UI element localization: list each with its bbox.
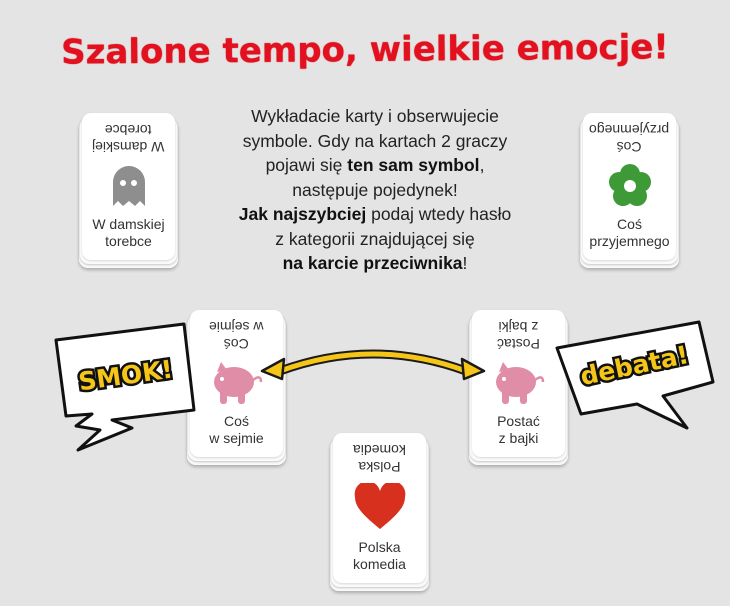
- ghost-icon: [111, 164, 147, 208]
- intro-line: na karcie przeciwnika!: [282, 253, 468, 273]
- page-title: Szalone tempo, wielkie emocje!: [60, 27, 670, 73]
- flower-icon: [607, 163, 653, 209]
- intro-line: Wykładacie karty i obserwujecie: [251, 106, 499, 126]
- double-arrow-icon: [258, 343, 488, 388]
- piggy-bank-icon: [209, 360, 265, 406]
- intro-text: Wykładacie karty i obserwujecie symbole.…: [200, 104, 550, 276]
- piggy-bank-icon: [491, 360, 547, 406]
- intro-line: następuje pojedynek!: [292, 179, 458, 200]
- speech-bubble-right: debata!: [553, 318, 723, 453]
- heart-icon: [353, 483, 407, 531]
- intro-line: Jak najszybciej podaj wtedy hasło: [238, 204, 512, 224]
- intro-line: pojawi się ten sam symbol,: [265, 155, 485, 175]
- intro-line: z kategorii znajdującej się: [275, 228, 475, 249]
- speech-bubble-left: SMOK!: [52, 318, 202, 473]
- intro-line: symbole. Gdy na kartach 2 graczy: [242, 130, 508, 151]
